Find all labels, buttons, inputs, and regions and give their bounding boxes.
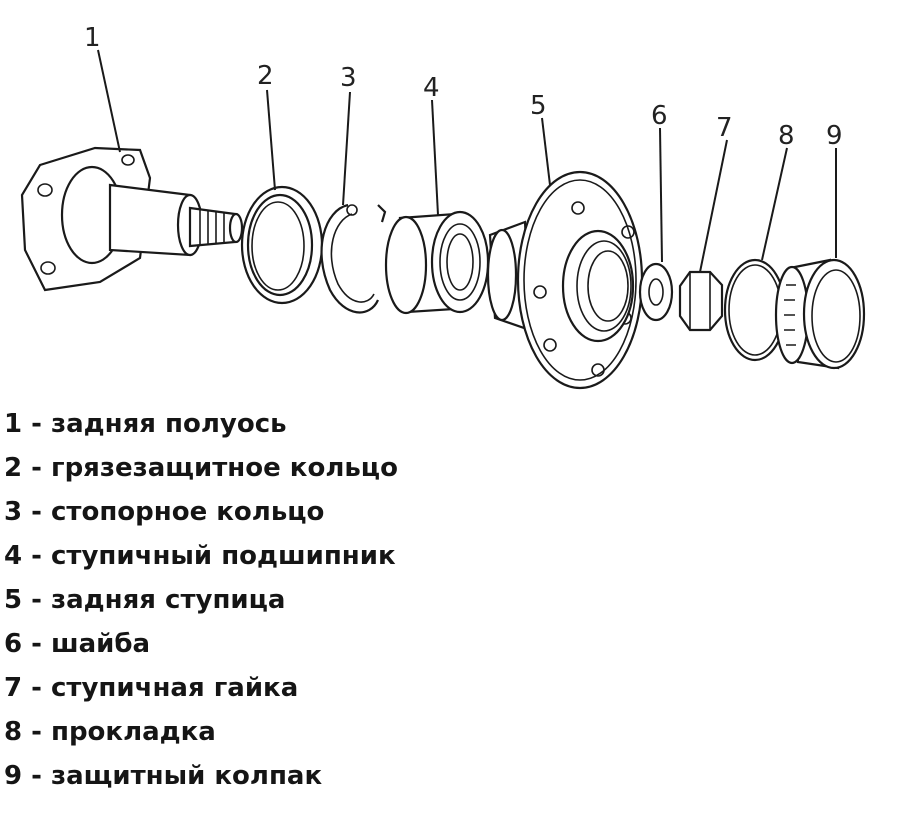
callout-8: 8 (778, 121, 795, 151)
leader-line-2 (266, 89, 276, 191)
callout-5: 5 (530, 91, 547, 121)
part-protective-cap (774, 258, 866, 370)
legend-item: 3 - стопорное кольцо (4, 497, 325, 527)
leader-lines (97, 49, 837, 273)
callout-labels: 1 2 3 4 5 6 7 8 9 (84, 23, 843, 151)
parts-legend: 1 - задняя полуось 2 - грязезащитное кол… (4, 402, 884, 798)
leader-line-5 (541, 117, 551, 186)
part-rear-hub (486, 170, 644, 390)
part-dust-ring (240, 185, 324, 305)
exploded-hub-diagram: 1 2 3 4 5 6 7 8 9 (20, 23, 866, 390)
callout-3: 3 (340, 63, 357, 93)
legend-item: 9 - защитный колпак (4, 761, 323, 791)
callout-7: 7 (716, 113, 733, 143)
legend-item: 8 - прокладка (4, 717, 216, 747)
part-retaining-ring (320, 203, 387, 314)
callout-6: 6 (651, 101, 668, 131)
leader-line-7 (699, 139, 728, 273)
legend-item: 4 - ступичный подшипник (4, 541, 396, 571)
leader-line-4 (431, 99, 439, 216)
part-hub-nut (678, 270, 724, 332)
legend-item: 1 - задняя полуось (4, 409, 287, 439)
callout-1: 1 (84, 23, 101, 53)
callout-9: 9 (826, 121, 843, 151)
part-rear-axle-shaft (20, 146, 244, 292)
callout-2: 2 (257, 61, 274, 91)
leader-line-6 (659, 127, 663, 263)
legend-item: 2 - грязезащитное кольцо (4, 453, 398, 483)
part-hub-bearing (384, 210, 490, 315)
legend-item: 6 - шайба (4, 629, 151, 659)
callout-4: 4 (423, 73, 440, 103)
leader-line-8 (761, 147, 788, 261)
legend-item: 5 - задняя ступица (4, 585, 286, 615)
legend-item: 7 - ступичная гайка (4, 673, 299, 703)
part-washer (638, 262, 674, 322)
leader-line-1 (97, 49, 121, 153)
leader-line-3 (342, 91, 351, 206)
